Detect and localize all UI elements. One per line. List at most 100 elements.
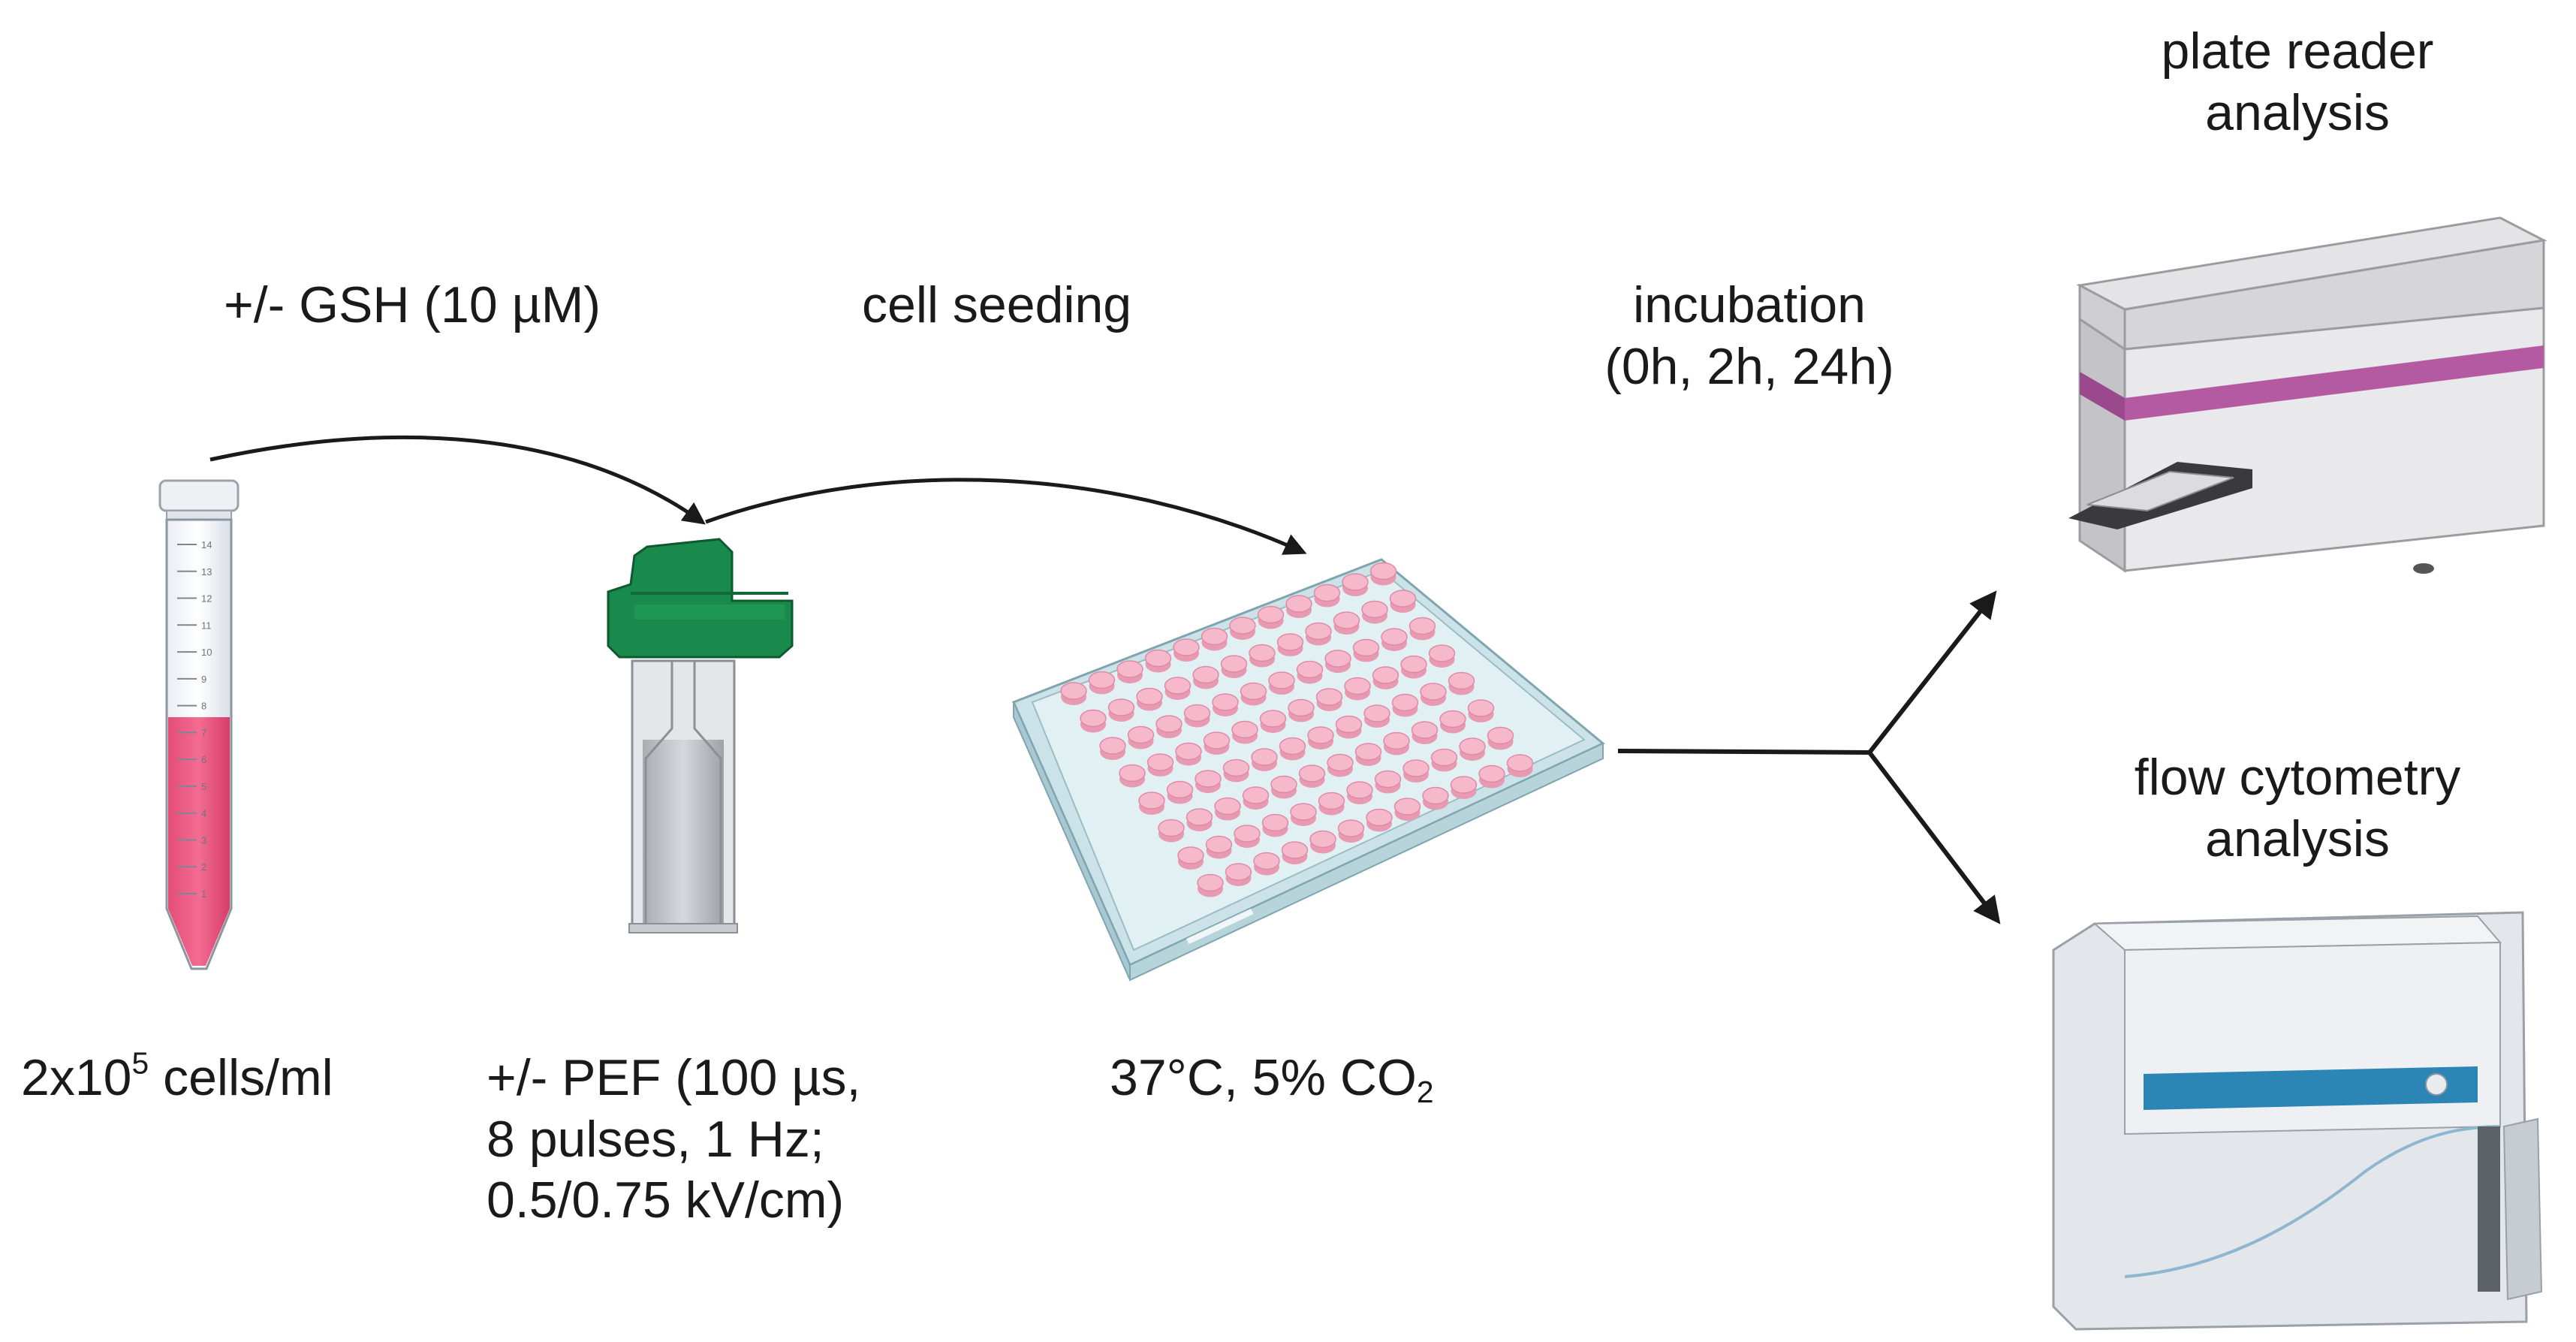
well	[1409, 617, 1436, 635]
well	[1261, 813, 1289, 832]
well	[1506, 754, 1534, 772]
tube-graduation-label: 8	[201, 701, 206, 712]
plate-reader-line-1: plate reader	[2161, 23, 2434, 80]
flow-cytometry-line-2: analysis	[2205, 810, 2390, 867]
arrow-split-fork	[1617, 590, 2001, 924]
well	[1333, 611, 1360, 629]
well	[1324, 650, 1351, 668]
plate-reader-line-2: analysis	[2205, 83, 2390, 141]
well	[1107, 698, 1135, 716]
well	[1203, 731, 1231, 749]
cell-concentration-label: 2x105 cells/ml	[21, 1048, 333, 1109]
well	[1270, 775, 1297, 794]
tube-graduation-label: 6	[201, 754, 206, 765]
well	[1205, 835, 1233, 854]
well	[1361, 600, 1388, 619]
well	[1391, 693, 1419, 712]
conditions-main: 37°C, 5% CO	[1110, 1049, 1417, 1106]
well	[1220, 655, 1248, 673]
tube-graduation-label: 5	[201, 781, 206, 792]
well	[1222, 758, 1250, 777]
tube-graduation-label: 11	[201, 620, 212, 631]
well	[1307, 726, 1334, 744]
plate-reader	[2068, 216, 2547, 574]
tube-graduation-label: 13	[201, 566, 212, 578]
well	[1389, 590, 1417, 608]
well	[1478, 764, 1505, 783]
well	[1296, 660, 1324, 679]
incubation-label: incubation (0h, 2h, 24h)	[1554, 275, 1945, 397]
well	[1186, 808, 1213, 826]
well	[1439, 710, 1466, 728]
electroporation-cuvette	[607, 538, 794, 933]
tube-graduation-label: 9	[201, 674, 206, 685]
well	[1173, 638, 1200, 656]
well	[1164, 677, 1192, 695]
well	[1450, 776, 1478, 794]
well	[1305, 622, 1332, 641]
tube-graduation-label: 2	[201, 861, 206, 873]
well	[1335, 715, 1363, 734]
well	[1337, 819, 1365, 837]
well	[1352, 638, 1380, 657]
well	[1242, 786, 1270, 804]
pef-line-3: 0.5/0.75 kV/cm)	[487, 1172, 845, 1229]
well	[1060, 682, 1087, 700]
well	[1313, 584, 1341, 602]
well	[1420, 683, 1447, 701]
well	[1290, 803, 1317, 821]
well	[1177, 846, 1204, 864]
plate-wells	[1060, 562, 1534, 897]
well	[1175, 742, 1202, 761]
flow-cytometer	[2052, 911, 2543, 1331]
well	[1288, 698, 1315, 717]
plate-reader-band	[2125, 345, 2544, 421]
well	[1183, 704, 1211, 722]
well	[1298, 764, 1326, 783]
well	[1309, 830, 1336, 849]
well	[1099, 737, 1126, 755]
well	[1234, 825, 1261, 843]
well	[1144, 649, 1172, 668]
cuvette-cap	[607, 538, 794, 659]
well	[1214, 797, 1241, 816]
well	[1138, 792, 1165, 810]
well	[1080, 709, 1107, 728]
well	[1467, 699, 1495, 717]
cell-concentration-base: 2x10	[21, 1049, 132, 1106]
tube-graduation-label: 10	[201, 647, 212, 658]
well	[1400, 655, 1427, 674]
well	[1372, 666, 1399, 684]
well	[1383, 731, 1410, 750]
well	[1369, 562, 1397, 581]
well	[1158, 819, 1185, 837]
tube-graduation-label: 7	[201, 727, 206, 738]
well-plate-96	[1011, 558, 1605, 982]
well	[1155, 715, 1183, 733]
tube-graduation-label: 3	[201, 834, 206, 846]
cytometer-band	[2144, 1066, 2478, 1110]
cell-seeding-label: cell seeding	[862, 276, 1132, 333]
well	[1281, 841, 1309, 859]
well	[1259, 710, 1287, 728]
well	[1366, 808, 1393, 827]
well	[1363, 704, 1390, 722]
well	[1240, 682, 1267, 701]
pef-line-1: +/- PEF (100 µs,	[487, 1049, 861, 1106]
incubation-conditions-label: 37°C, 5% CO2	[1110, 1048, 1434, 1109]
well	[1253, 852, 1280, 870]
tube-graduation-label: 12	[201, 593, 212, 605]
arrow-cuvette-to-plate	[705, 478, 1307, 555]
well	[1279, 737, 1306, 755]
well	[1318, 792, 1345, 810]
well	[1192, 665, 1219, 684]
well	[1342, 573, 1369, 591]
well	[1327, 753, 1354, 772]
well	[1448, 671, 1475, 690]
well	[1402, 759, 1430, 777]
well	[1088, 671, 1116, 689]
well	[1251, 748, 1278, 766]
